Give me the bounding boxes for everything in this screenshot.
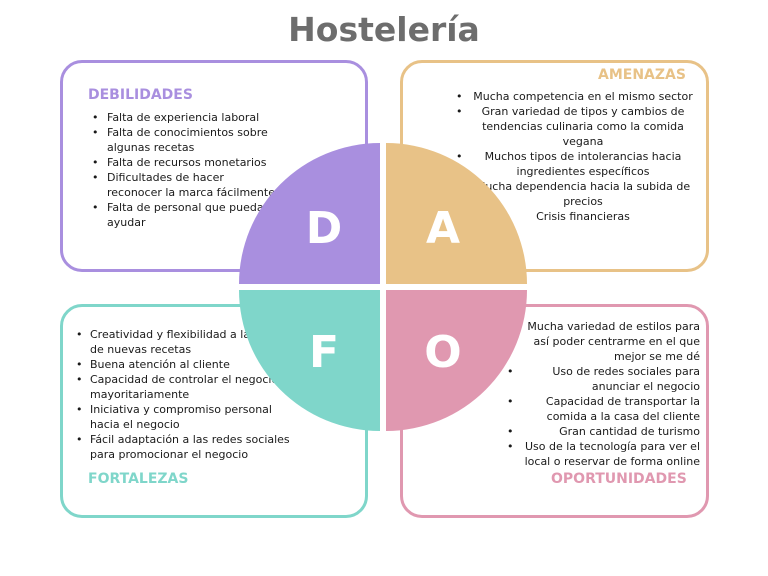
list-item: Mucha competencia en el mismo sector (456, 89, 700, 104)
fortalezas-heading: FORTALEZAS (88, 471, 189, 487)
list-item: Gran variedad de tipos y cambios de tend… (456, 104, 700, 149)
page-title: Hostelería (288, 10, 480, 49)
list-item: Dificultades de hacer reconocer la marca… (92, 170, 282, 200)
fortalezas-list: Creatividad y flexibilidad a la hora de … (76, 327, 290, 462)
list-item: Falta de conocimientos sobre algunas rec… (92, 125, 282, 155)
debilidades-heading: DEBILIDADES (88, 87, 193, 103)
list-item: Buena atención al cliente (76, 357, 290, 372)
list-item: Falta de recursos monetarios (92, 155, 282, 170)
list-item: Mucha dependencia hacia la subida de pre… (456, 179, 700, 209)
list-item: Creatividad y flexibilidad a la hora de … (76, 327, 290, 357)
list-item: Capacidad de controlar el negocio mayori… (76, 372, 290, 402)
debilidades-quadrant (239, 143, 380, 284)
list-item: Capacidad de transportar la comida a la … (507, 394, 700, 424)
debilidades-list: Falta de experiencia laboral Falta de co… (92, 110, 282, 230)
list-item: Iniciativa y compromiso personal hacia e… (76, 402, 290, 432)
fortalezas-letter: F (309, 327, 339, 378)
amenazas-letter: A (426, 203, 460, 254)
amenazas-list: Mucha competencia en el mismo sector Gra… (456, 89, 700, 224)
list-item: Gran cantidad de turismo (507, 424, 700, 439)
list-item: Uso de la tecnología para ver el local o… (507, 439, 700, 469)
amenazas-quadrant (386, 143, 527, 284)
oportunidades-heading: OPORTUNIDADES (551, 471, 687, 487)
list-item: Muchos tipos de intolerancias hacia ingr… (456, 149, 700, 179)
list-item: Falta de experiencia laboral (92, 110, 282, 125)
list-item: Mucha variedad de estilos para así poder… (507, 319, 700, 364)
oportunidades-quadrant (386, 290, 527, 431)
debilidades-letter: D (306, 203, 343, 254)
amenazas-heading: AMENAZAS (598, 67, 686, 83)
list-item: Falta de personal que pueda ayudar (92, 200, 282, 230)
list-item: Uso de redes sociales para anunciar el n… (507, 364, 700, 394)
oportunidades-list: Mucha variedad de estilos para así poder… (507, 319, 700, 469)
dafo-circle: D A F O (239, 143, 527, 431)
fortalezas-quadrant (239, 290, 380, 431)
oportunidades-letter: O (424, 327, 461, 378)
list-item: Fácil adaptación a las redes sociales pa… (76, 432, 290, 462)
